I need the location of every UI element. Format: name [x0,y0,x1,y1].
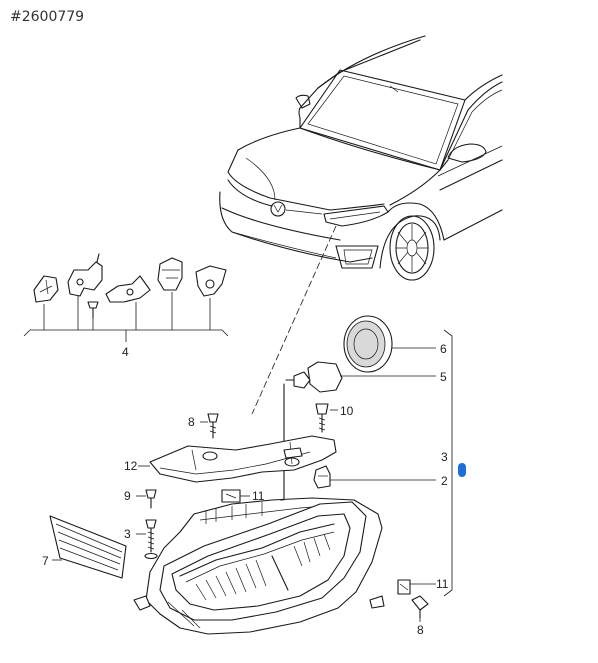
callout-6: 6 [440,342,447,356]
headlight-locator-line [251,225,337,415]
callout-1: 1 [470,463,477,477]
screw-8-lower [411,595,429,619]
clip-2 [313,465,331,489]
callout-5: 5 [440,370,447,384]
screw-3 [144,519,158,560]
deflector-panel [49,515,127,579]
callout-11-lower: 11 [436,577,449,591]
callout-10: 10 [340,404,354,418]
vehicle-illustration [219,35,503,281]
callout-12: 12 [124,459,138,473]
callout-4: 4 [122,345,129,359]
selected-marker[interactable] [458,463,466,477]
screw-9 [145,489,157,509]
headlight-housing [133,497,385,635]
mounting-bracket [149,435,337,483]
diagram-id: #2600779 [10,9,84,25]
nut-11-lower [397,579,411,595]
callout-11-upper: 11 [252,489,265,503]
bracket-set [33,253,227,319]
callout-2: 2 [441,474,448,488]
nut-11-upper [221,489,241,503]
callout-3-right: 3 [441,450,448,464]
leveling-motor [283,361,343,501]
callout-7: 7 [42,554,49,568]
callout-8-top: 8 [188,415,195,429]
callout-3-left: 3 [124,527,131,541]
callout-8-lower: 8 [417,623,424,637]
cover-cap [343,315,393,373]
bracket-leader-lines [23,292,229,342]
screw-10 [315,403,329,433]
callout-9: 9 [124,489,131,503]
screw-8-top [207,413,219,439]
